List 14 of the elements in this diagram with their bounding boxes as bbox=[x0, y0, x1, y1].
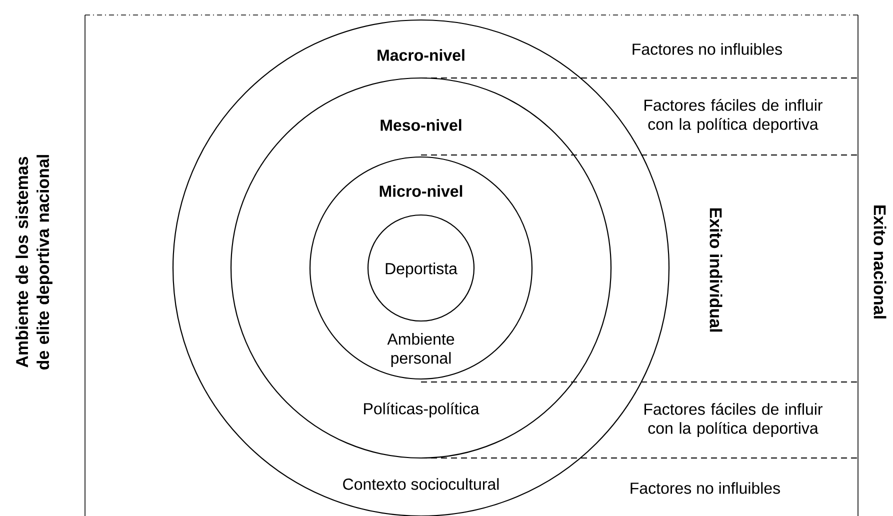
side-label: Exito individual bbox=[710, 208, 722, 332]
factor-label: Factores no influibles bbox=[632, 43, 782, 55]
side-label: Ambiente de los sistemas de elite deportiva nacional bbox=[16, 155, 52, 370]
level-label: Ambiente personal bbox=[387, 333, 454, 367]
level-label: Micro-nivel bbox=[380, 185, 462, 197]
level-label: Políticas-política bbox=[364, 402, 480, 418]
side-label: Exito nacional bbox=[874, 206, 886, 318]
level-label: Deportista bbox=[386, 262, 458, 278]
level-label: Macro-nivel bbox=[378, 49, 464, 61]
factor-label: Factores fáciles de influir con la política deportiva bbox=[644, 402, 822, 438]
factor-label: Factores fáciles de influir con la política deportiva bbox=[644, 98, 822, 134]
factor-label: Factores no influibles bbox=[630, 482, 780, 494]
level-label: Meso-nivel bbox=[380, 119, 462, 131]
level-label: Contexto sociocultural bbox=[343, 478, 499, 490]
